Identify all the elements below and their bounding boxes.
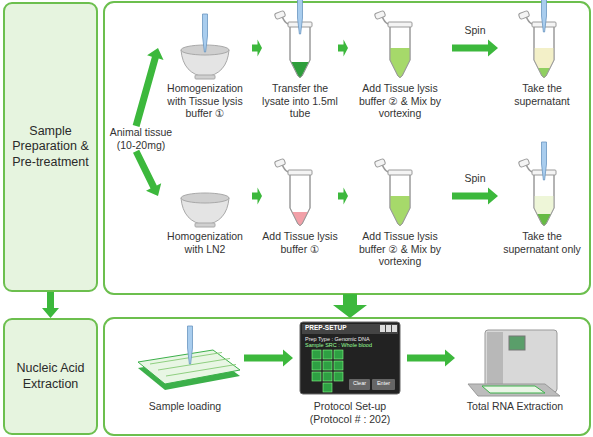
- flow-arrow: [338, 188, 348, 205]
- screen-text: Clear: [349, 381, 370, 387]
- edge-label: Spin: [462, 172, 487, 184]
- step: Animal tissue (10-20mg): [106, 126, 176, 151]
- step: Take the supernatant: [498, 12, 586, 107]
- edge-label: Spin: [462, 24, 487, 36]
- step-caption: Take the supernatant: [498, 82, 586, 107]
- step-caption: Animal tissue (10-20mg): [106, 126, 176, 151]
- step: Transfer the lysate into 1.5ml tube: [262, 12, 338, 120]
- flow-arrow: [333, 294, 367, 318]
- stage-title: Sample Preparation & Pre-treatment: [9, 124, 92, 171]
- stage-title: Nucleic Acid Extraction: [9, 361, 92, 392]
- step: Total RNA Extraction: [455, 322, 575, 413]
- screen-text: Enter: [372, 381, 395, 387]
- step-caption: Protocol Set-up (Protocol # : 202): [293, 400, 407, 425]
- flow-arrow: [452, 188, 498, 205]
- flow-arrow: [42, 292, 59, 318]
- flow-arrow: [252, 188, 262, 205]
- step-caption: Homogenization with LN2: [158, 230, 252, 255]
- step: Add Tissue lysis buffer ② & Mix by vorte…: [348, 12, 452, 120]
- screen-text: Sample SRC : Whole blood: [305, 343, 372, 349]
- step: Add Tissue lysis buffer ①: [262, 160, 338, 255]
- stage-box: Sample Preparation & Pre-treatment: [3, 2, 98, 292]
- flow-arrow: [133, 150, 161, 196]
- step: Homogenization with Tissue lysis buffer …: [158, 12, 252, 120]
- flow-arrow: [244, 350, 293, 367]
- extraction-panel: [104, 318, 590, 435]
- step: Add Tissue lysis buffer ② & Mix by vorte…: [348, 160, 452, 268]
- step-caption: Transfer the lysate into 1.5ml tube: [262, 82, 338, 120]
- prep-panel: [104, 2, 590, 294]
- step-caption: Sample loading: [126, 400, 244, 413]
- flow-arrow: [452, 40, 498, 57]
- stage-box: Nucleic Acid Extraction: [3, 318, 98, 435]
- step-caption: Add Tissue lysis buffer ①: [262, 230, 338, 255]
- flow-arrow: [133, 48, 164, 127]
- flow-arrow: [338, 40, 348, 57]
- step: Homogenization with LN2: [158, 160, 252, 255]
- step: Take the supernatant only: [498, 160, 586, 255]
- screen-text: PREP-SETUP: [305, 325, 347, 332]
- step: Sample loading: [126, 322, 244, 413]
- flow-arrow: [252, 40, 262, 57]
- screen-text: Prep Type : Genomic DNA: [305, 337, 370, 343]
- flow-arrow: [407, 350, 455, 367]
- step-caption: Add Tissue lysis buffer ② & Mix by vorte…: [348, 230, 452, 268]
- step-caption: Homogenization with Tissue lysis buffer …: [158, 82, 252, 120]
- step-caption: Take the supernatant only: [498, 230, 586, 255]
- step-caption: Add Tissue lysis buffer ② & Mix by vorte…: [348, 82, 452, 120]
- step-caption: Total RNA Extraction: [455, 400, 575, 413]
